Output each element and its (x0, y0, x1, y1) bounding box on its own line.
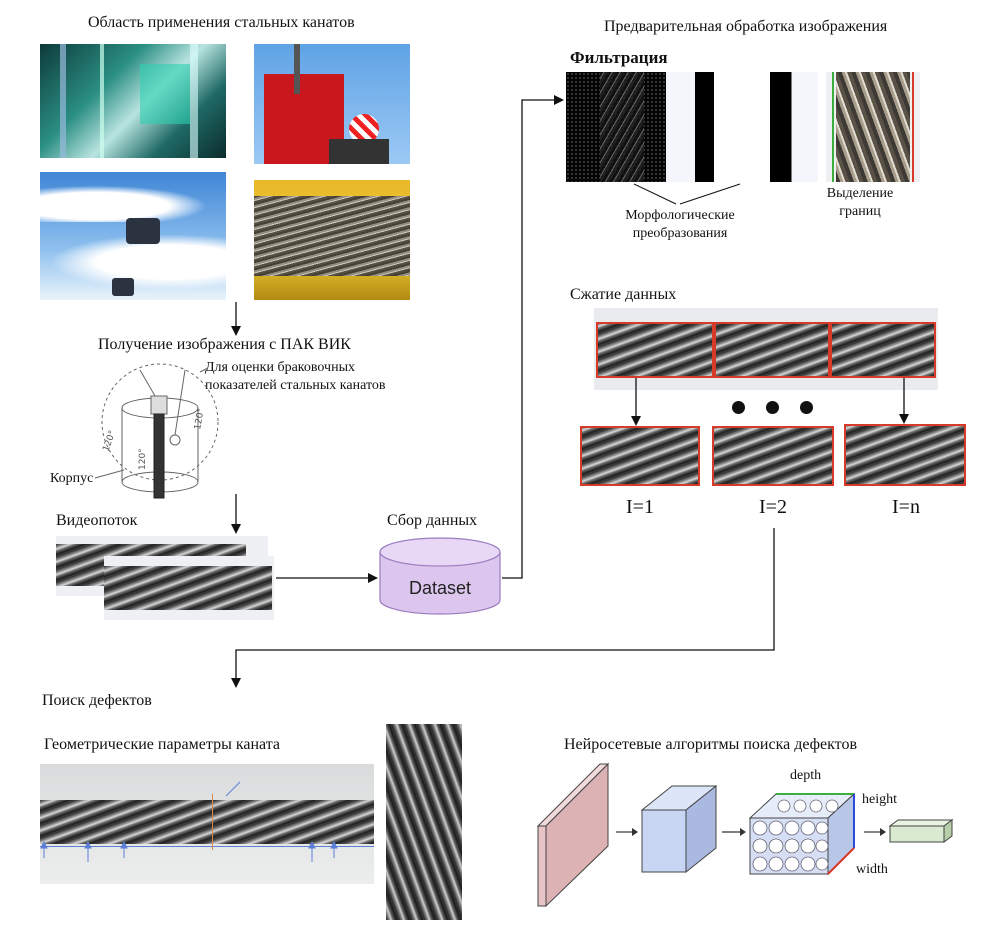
defect-search-title: Поиск дефектов (42, 692, 152, 709)
compression-source-rope (596, 322, 936, 378)
angle-label-3: 120° (138, 448, 148, 470)
morph-image-1 (666, 72, 714, 182)
edge-image (826, 72, 920, 182)
compression-window-1 (596, 322, 714, 378)
winch-drum-photo (254, 180, 410, 300)
cnn-width-label: width (856, 862, 888, 877)
filter-label: Фильтрация (570, 48, 668, 67)
preprocessing-title: Предварительная обработка изображения (604, 18, 888, 35)
compression-window-3 (830, 322, 936, 378)
morph-label-1: Морфологические (625, 208, 735, 223)
segment-frame-2 (712, 426, 834, 486)
segment-label-1: I=1 (626, 496, 654, 518)
compression-window-2 (714, 322, 830, 378)
geometry-diameter-line (212, 794, 213, 850)
elevator-shaft-photo (40, 44, 226, 158)
compression-title: Сжатие данных (570, 286, 677, 303)
applications-title: Область применения стальных канатов (88, 14, 355, 31)
morph-label-2: преобразования (632, 226, 728, 241)
data-collection-title: Сбор данных (387, 512, 478, 529)
edge-label-2: границ (839, 204, 881, 219)
nn-label: Нейросетевые алгоритмы поиска дефектов (564, 736, 857, 753)
crane-hook-photo (254, 44, 410, 164)
cnn-height-label: height (862, 792, 897, 807)
video-title: Видеопоток (56, 512, 138, 529)
ellipsis-dot-2 (766, 401, 779, 414)
rope-vertical-photo (386, 724, 462, 920)
video-frame-rope-2 (104, 566, 272, 610)
morph-image-2 (770, 72, 818, 182)
ellipsis-dot-1 (732, 401, 745, 414)
segment-image-2 (712, 426, 834, 486)
purpose-line-1: Для оценки браковочных (205, 360, 355, 375)
purpose-line-2: показателей стальных канатов (205, 378, 386, 393)
segment-image-1 (580, 426, 700, 486)
segment-label-2: I=2 (759, 496, 787, 518)
angle-label-2: 120° (193, 407, 207, 430)
geometry-measure-line (40, 846, 374, 847)
geometry-label: Геометрические параметры каната (44, 736, 280, 753)
housing-label: Корпус (50, 471, 94, 486)
dataset-label: Dataset (408, 578, 472, 598)
edge-label-1: Выделение (826, 186, 894, 201)
cable-car-photo (40, 172, 226, 300)
cnn-depth-label: depth (790, 768, 822, 783)
geometry-rope (40, 800, 374, 844)
segment-label-3: I=n (892, 496, 920, 518)
ellipsis-dot-3 (800, 401, 813, 414)
angle-label-1: 120° (101, 429, 118, 453)
acquisition-title: Получение изображения с ПАК ВИК (98, 336, 351, 353)
segment-frame-3 (844, 424, 966, 486)
segment-frame-1 (580, 426, 700, 486)
filter-rope-texture (600, 72, 644, 182)
segment-image-3 (844, 424, 966, 486)
